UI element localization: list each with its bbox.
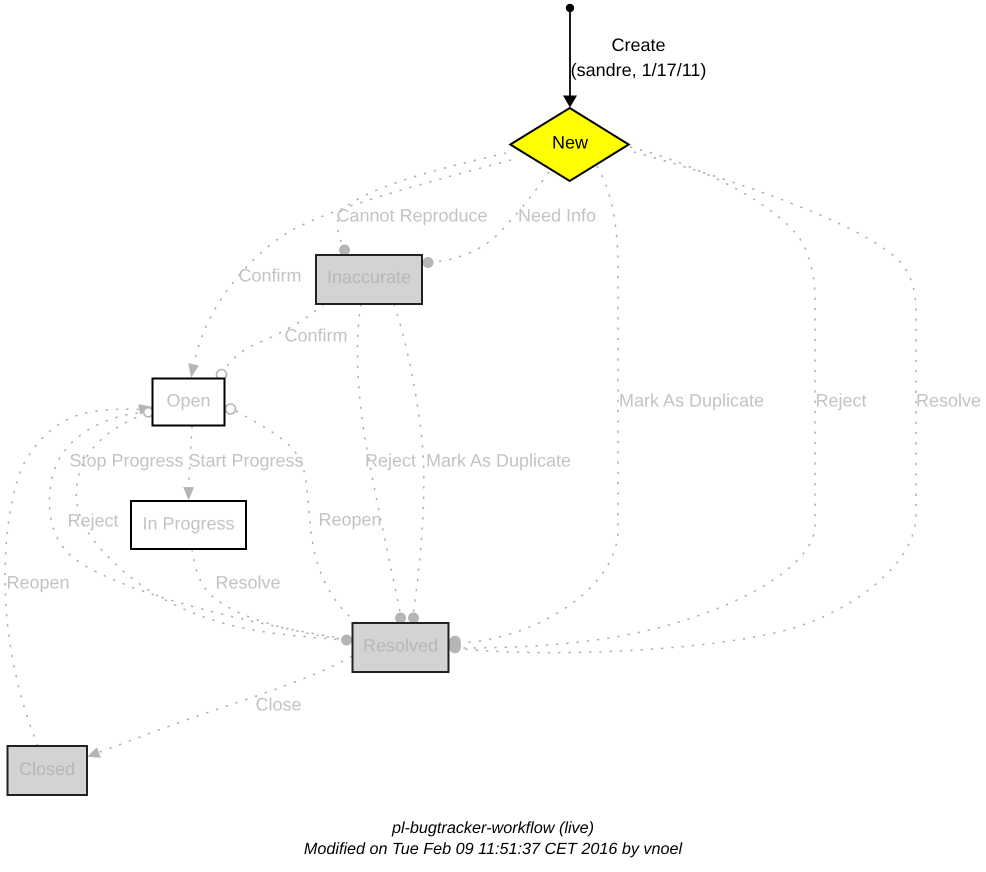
svg-text:Start Progress: Start Progress (188, 451, 303, 471)
svg-text:Reject: Reject (815, 391, 866, 411)
svg-text:Confirm: Confirm (284, 326, 347, 346)
svg-text:pl-bugtracker-workflow (live): pl-bugtracker-workflow (live) (391, 819, 594, 837)
svg-text:In Progress: In Progress (142, 514, 234, 534)
svg-text:(sandre, 1/17/11): (sandre, 1/17/11) (571, 60, 707, 80)
svg-text:Modified on Tue Feb 09 11:51:3: Modified on Tue Feb 09 11:51:37 CET 2016… (304, 840, 683, 858)
svg-text:Resolve: Resolve (916, 391, 981, 411)
svg-text:New: New (552, 133, 589, 153)
svg-text:Reject: Reject (67, 511, 118, 531)
svg-text:Stop Progress: Stop Progress (69, 451, 183, 471)
svg-text:Reopen: Reopen (6, 573, 69, 593)
svg-text:Confirm: Confirm (238, 266, 301, 286)
svg-text:Closed: Closed (19, 759, 75, 779)
svg-text:Open: Open (166, 391, 210, 411)
svg-text:Cannot Reproduce: Cannot Reproduce (336, 206, 487, 226)
svg-text:Reopen: Reopen (318, 510, 381, 530)
svg-text:Resolved: Resolved (363, 636, 438, 656)
svg-text:Close: Close (255, 695, 301, 715)
svg-text:Mark As Duplicate: Mark As Duplicate (619, 391, 764, 411)
svg-text:Need Info: Need Info (518, 206, 596, 226)
svg-text:Create: Create (611, 35, 665, 55)
svg-text:Resolve: Resolve (215, 573, 280, 593)
svg-text:Inaccurate: Inaccurate (327, 267, 411, 287)
svg-text:Reject: Reject (365, 451, 416, 471)
svg-text:Mark As Duplicate: Mark As Duplicate (426, 451, 571, 471)
